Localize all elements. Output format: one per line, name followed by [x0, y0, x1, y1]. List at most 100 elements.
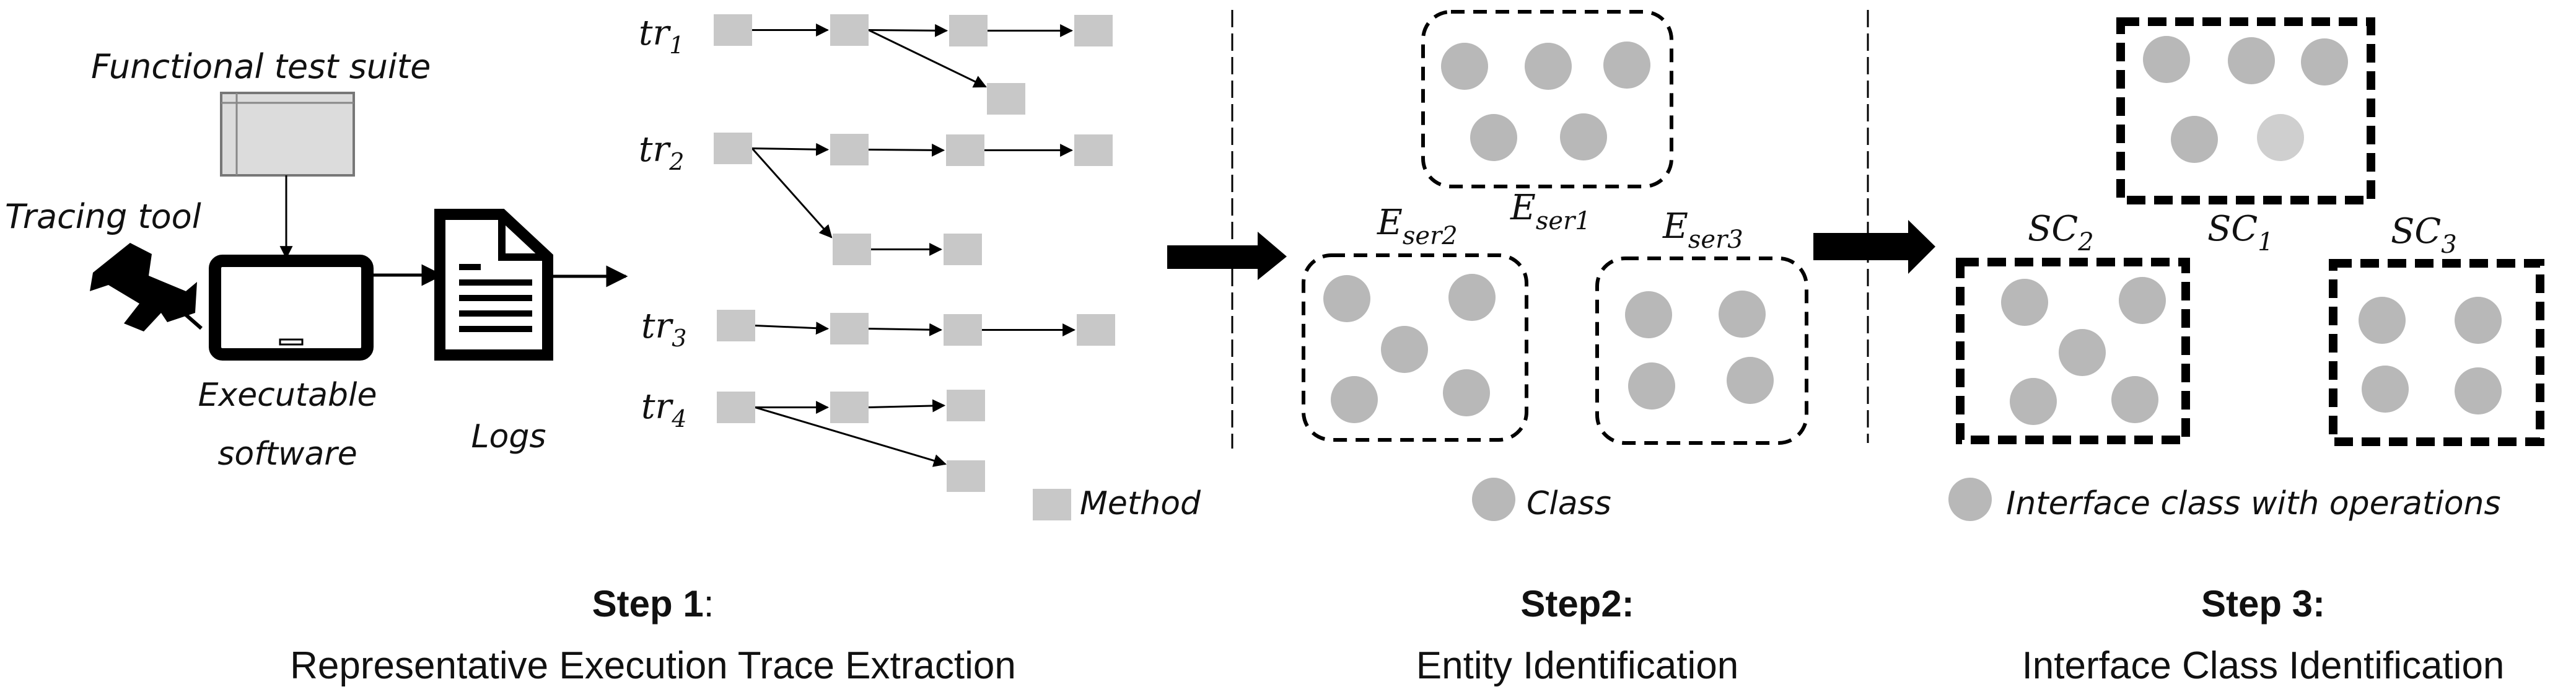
interface-label-sc1: SC1 — [2207, 209, 2274, 256]
interface-class-node — [2362, 366, 2409, 413]
method-node — [946, 134, 984, 166]
interface-class-node — [2001, 279, 2048, 326]
call-edge-arrow — [868, 29, 987, 88]
interface-class-node — [2257, 114, 2304, 161]
interface-sc2-boundary — [1956, 258, 2190, 444]
class-node — [1441, 43, 1488, 90]
interface-sc1 — [2116, 17, 2375, 204]
step1-subtitle: Representative Execution Trace Extractio… — [290, 644, 1016, 687]
call-edge-arrow — [751, 147, 833, 239]
trace-label-4: tr4 — [641, 387, 686, 432]
call-edge-arrow — [751, 142, 830, 156]
method-node — [830, 134, 869, 165]
method-node — [717, 392, 755, 423]
trace-1 — [714, 14, 1113, 115]
test-suite-label: Functional test suite — [91, 47, 431, 86]
method-node — [1074, 15, 1113, 46]
class-node — [1470, 114, 1517, 161]
logs-label: Logs — [471, 418, 546, 455]
interface-class-node — [2143, 36, 2190, 83]
class-legend-label: Class — [1527, 485, 1611, 522]
entity-groups — [1302, 10, 1808, 445]
entity-ser1-boundary — [1421, 10, 1673, 188]
method-legend-swatch — [1033, 489, 1071, 520]
call-edge-arrow — [868, 143, 945, 157]
step1-to-step2-arrow — [1167, 232, 1287, 280]
method-node — [944, 314, 982, 346]
entity-ser1 — [1421, 10, 1673, 188]
call-edge-arrow — [755, 406, 947, 467]
method-node — [830, 392, 869, 423]
executable-label: Executable — [198, 377, 377, 414]
interface-sc3-boundary — [2329, 259, 2544, 446]
trace-label-1: tr1 — [639, 13, 684, 59]
interface-class-node — [2359, 297, 2406, 344]
trace-3 — [717, 310, 1115, 346]
interface-sc2 — [1956, 258, 2190, 444]
interface-class-node — [2059, 329, 2106, 376]
class-node — [1381, 326, 1428, 373]
step3-subtitle: Interface Class Identification — [2022, 644, 2505, 687]
method-node — [833, 234, 871, 265]
class-legend-swatch — [1472, 478, 1515, 521]
tablet-icon — [209, 255, 374, 361]
method-node — [830, 14, 869, 46]
trace-label-2: tr2 — [639, 129, 684, 175]
step2-subtitle: Entity Identification — [1416, 644, 1738, 687]
call-edge-arrow — [868, 399, 946, 413]
entity-ser3-boundary — [1595, 256, 1808, 445]
method-node — [714, 14, 752, 46]
class-node — [1719, 291, 1766, 338]
method-node — [947, 460, 985, 492]
interface-class-node — [2111, 376, 2158, 423]
method-node — [944, 234, 982, 265]
call-edge-arrow — [868, 323, 943, 336]
interface-class-node — [2455, 297, 2502, 344]
class-node — [1448, 274, 1496, 321]
method-legend-label: Method — [1080, 485, 1201, 522]
class-node — [1525, 43, 1572, 90]
class-node — [1625, 291, 1672, 338]
class-node — [1603, 42, 1650, 89]
method-node — [947, 390, 985, 421]
interface-legend-label: Interface class with operations — [2006, 485, 2501, 522]
trace-4 — [717, 390, 985, 492]
interface-class-groups — [1956, 17, 2544, 446]
tracing-tool-label: Tracing tool — [5, 197, 201, 236]
class-node — [1628, 362, 1675, 410]
entity-ser2 — [1302, 253, 1528, 442]
test-suite-icon — [220, 92, 355, 177]
step2-to-step3-arrow — [1813, 220, 1935, 274]
entity-label-ser3: Eser3 — [1662, 206, 1743, 254]
entity-label-ser2: Eser2 — [1377, 203, 1458, 250]
interface-class-node — [2455, 367, 2502, 414]
execution-traces — [714, 14, 1115, 492]
call-edge-arrow — [755, 322, 830, 335]
interface-class-node — [2171, 116, 2218, 163]
method-node — [830, 313, 869, 344]
class-node — [1560, 113, 1607, 160]
log-document-icon — [434, 209, 553, 361]
method-node — [1074, 134, 1113, 166]
interface-sc3 — [2329, 259, 2544, 446]
interface-label-sc3: SC3 — [2391, 211, 2457, 259]
class-node — [1727, 357, 1774, 404]
entity-ser2-boundary — [1302, 253, 1528, 442]
trace-2 — [714, 133, 1113, 265]
interface-sc1-boundary — [2116, 17, 2375, 204]
class-node — [1331, 376, 1378, 423]
step3-title: Step 3: — [2201, 583, 2325, 625]
entity-ser3 — [1595, 256, 1808, 445]
trace-label-3: tr3 — [641, 306, 686, 352]
interface-label-sc2: SC2 — [2028, 209, 2094, 256]
method-node — [1077, 314, 1115, 346]
interface-class-node — [2010, 378, 2057, 425]
step1-title: Step 1: — [592, 583, 714, 625]
interface-class-node — [2228, 37, 2275, 84]
method-node — [714, 133, 752, 164]
entity-label-ser1: Eser1 — [1510, 188, 1591, 235]
class-node — [1443, 369, 1490, 416]
interface-class-node — [2119, 277, 2166, 324]
method-node — [717, 310, 755, 341]
